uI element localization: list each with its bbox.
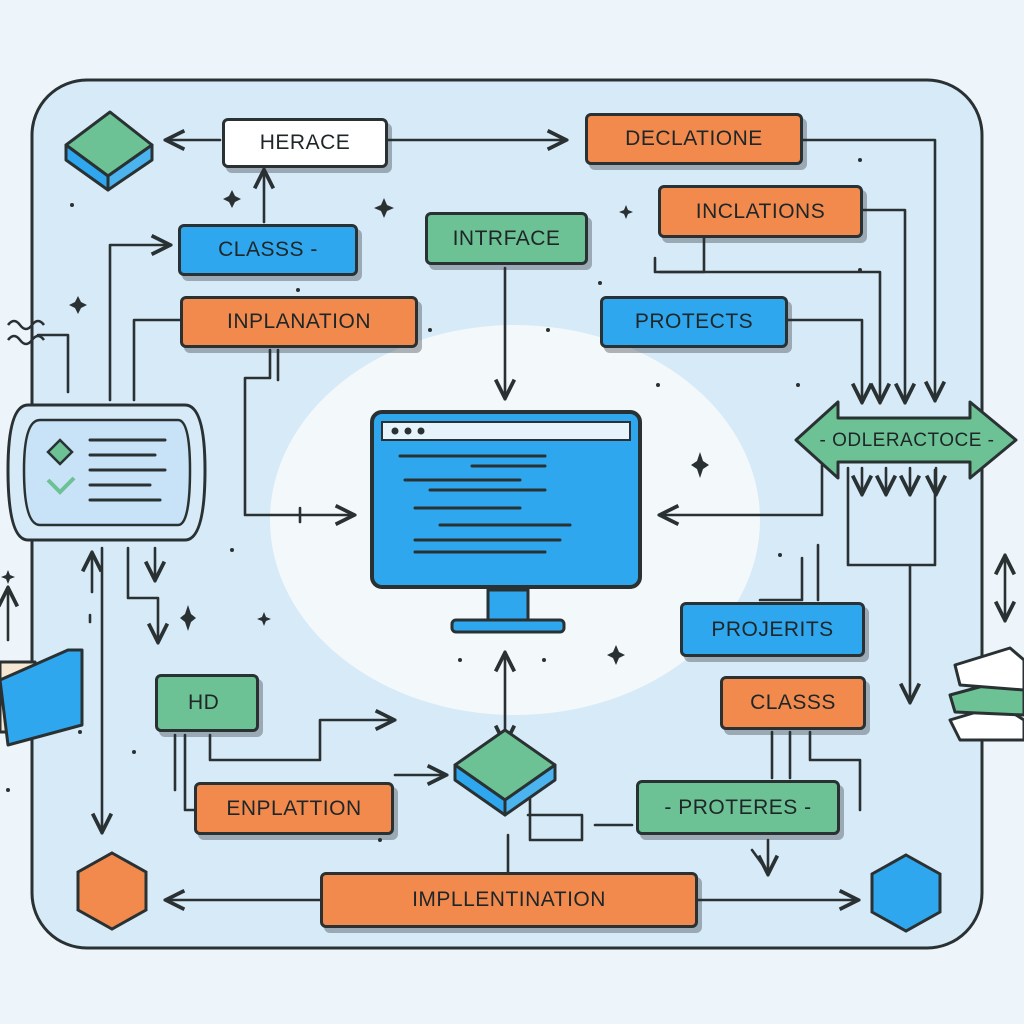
label-intrface: INTRFACE [425, 212, 588, 265]
label-hd: HD [155, 674, 259, 732]
cube-icon [64, 110, 154, 192]
label-inplanation: INPLANATION [180, 296, 418, 348]
label-classs-bottom: CLASSS [720, 676, 866, 730]
label-classs-top: CLASSS - [178, 224, 358, 276]
folder-icon [0, 648, 84, 747]
label-protects: PROTECTS [600, 296, 788, 348]
label-odleractoce: - ODLERACTOCE - [819, 430, 995, 451]
monitor-icon [370, 410, 642, 634]
cube-icon-bottom [453, 728, 557, 817]
label-declatione: DECLATIONE [585, 113, 803, 165]
label-herace: HERACE [222, 118, 388, 168]
label-implentination: IMPLLENTINATION [320, 872, 698, 928]
connectors [8, 140, 1005, 900]
odleractoce-shape [794, 400, 1018, 480]
label-inclations: INCLATIONS [658, 185, 863, 238]
hexagon-icon-blue [870, 853, 942, 933]
label-enplattion: ENPLATTION [194, 782, 394, 835]
book-stack-icon [948, 646, 1024, 742]
label-projerits: PROJERITS [680, 602, 865, 657]
label-proteres: - PROTERES - [636, 780, 840, 835]
hexagon-icon-orange [76, 851, 148, 931]
panel-device-icon [6, 403, 207, 542]
dots [6, 158, 862, 842]
spring-icon [7, 319, 45, 346]
sparkle-icon [1, 190, 709, 665]
